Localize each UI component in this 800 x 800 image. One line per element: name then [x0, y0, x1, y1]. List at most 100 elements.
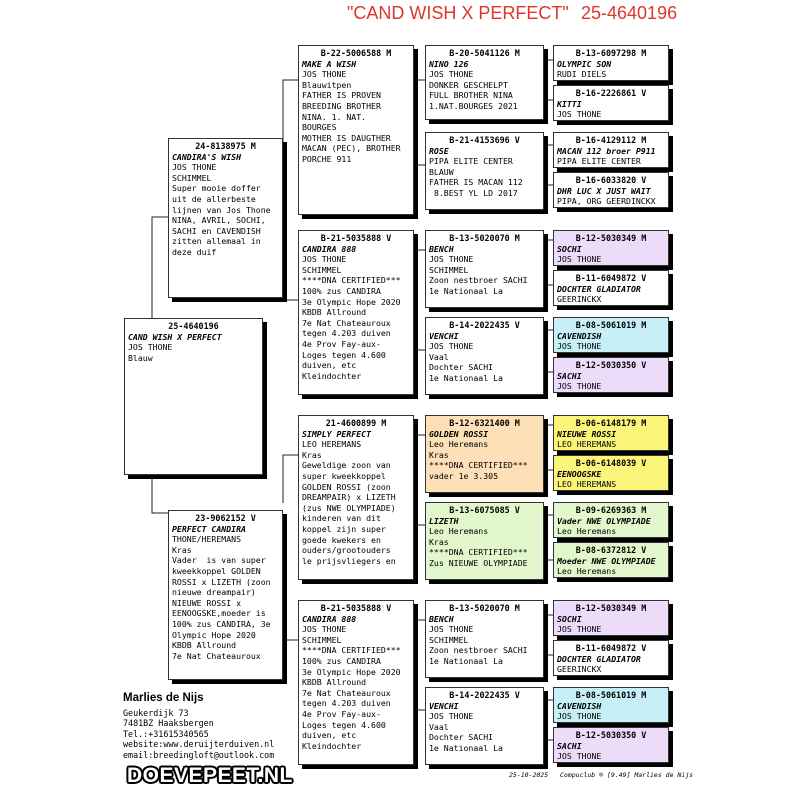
note-line: 1e Nationaal La — [429, 655, 503, 666]
note-line: super kweekkoppel — [302, 470, 386, 481]
color-text: Blauwitpen — [302, 79, 352, 90]
note-line: Super mooie doffer — [172, 183, 261, 194]
great-grandparent-card: B-21-4153696 V ROSE PIPA ELITE CENTER BL… — [425, 132, 544, 210]
breeder-name: JOS THONE — [429, 254, 474, 265]
breeder-name: Marlies de Nijs — [123, 692, 204, 704]
note-line: ****DNA CERTIFIED*** — [429, 547, 528, 558]
ring-number: B-14-2022435 V — [449, 690, 520, 700]
great-grandparent-card: B-14-2022435 V VENCHI JOS THONE Vaal Doc… — [425, 317, 544, 395]
note-line: BOURGES — [302, 122, 337, 133]
note-line: 7e Nat Chateauroux — [302, 317, 391, 328]
subject-card: 25-4640196 CAND WISH X PERFECT JOS THONE… — [124, 318, 263, 475]
note-line: ****DNA CERTIFIED*** — [429, 460, 528, 471]
color-text: DONKER GESCHELPT — [429, 79, 508, 90]
pigeon-name: MACAN 112 broer P911 — [557, 145, 656, 156]
great-grandparent-card: B-13-5020070 M BENCH JOS THONE SCHIMMEL … — [425, 230, 544, 308]
color-text: SCHIMMEL — [429, 634, 469, 645]
ring-number: B-12-5030350 V — [575, 730, 647, 740]
breeder-name: Leo Heremans — [557, 526, 617, 537]
breeder-name: GEERINCKX — [557, 294, 602, 305]
ring-number: B-16-4129112 M — [575, 135, 647, 145]
breeder-address-city: 7481BZ Haaksbergen — [123, 718, 214, 729]
g4-ancestor-card: B-08-5061019 M CAVENDISH JOS THONE — [553, 317, 669, 353]
note-line: 7e Nat Chateauroux — [172, 650, 261, 661]
ring-number: B-16-2226861 V — [575, 88, 647, 98]
site-logo: DOEVEPEET.NL — [127, 764, 293, 787]
color-text: Vaal — [429, 721, 449, 732]
note-line: Kleindochter — [302, 740, 362, 751]
note-line: NINA. 1. NAT. — [302, 111, 367, 122]
ring-number: B-12-6321400 M — [449, 418, 520, 428]
breeder-email[interactable]: email:breedingloft@outlook.com — [123, 749, 275, 760]
pigeon-name: SACHI — [557, 370, 582, 381]
breeder-name: JOS THONE — [557, 254, 602, 265]
pigeon-name: EENOOGSKE — [557, 468, 602, 479]
note-line: 100% zus CANDIRA — [302, 285, 381, 296]
note-line: Loges tegen 4.600 — [302, 719, 386, 730]
note-line: 1e Nationaal La — [429, 742, 503, 753]
note-line: ****DNA CERTIFIED*** — [302, 645, 401, 656]
breeder-name: JOS THONE — [557, 711, 602, 722]
note-line: PORCHE 911 — [302, 153, 352, 164]
note-line: tegen 4.203 duiven — [302, 328, 391, 339]
pigeon-name: ROSE — [429, 145, 449, 156]
g4-ancestor-card: B-12-5030350 V SACHI JOS THONE — [553, 357, 669, 393]
great-grandparent-card: B-12-6321400 M GOLDEN ROSSI Leo Heremans… — [425, 415, 544, 493]
note-line: 100% zus CANDIRA, 3e — [172, 618, 271, 629]
sire-card: 24-8138975 M CANDIRA'S WISH JOS THONE SC… — [168, 138, 283, 298]
dam-dam-card: B-21-5035888 V CANDIRA 888 JOS THONE SCH… — [298, 600, 414, 765]
note-line: DREAMPAIR) x LIZETH — [302, 492, 396, 503]
ring-number: B-13-5020070 M — [449, 603, 520, 613]
sire-dam-card: B-21-5035888 V CANDIRA 888 JOS THONE SCH… — [298, 230, 414, 395]
note-line: Olympic Hope 2020 — [172, 629, 256, 640]
pigeon-name: SIMPLY PERFECT — [302, 428, 372, 439]
note-line: BREEDING BROTHER — [302, 100, 381, 111]
breeder-website[interactable]: website:www.deruijterduiven.nl — [123, 739, 275, 750]
ring-number: B-06-6148179 M — [575, 418, 647, 428]
ring-number: B-14-2022435 V — [449, 320, 520, 330]
breeder-name: LEO HEREMANS — [557, 439, 617, 450]
color-text: Kras — [429, 449, 449, 460]
ring-number: 23-9062152 V — [195, 513, 256, 523]
g4-ancestor-card: B-09-6269363 M Vader NWE OLYMPIADE Leo H… — [553, 502, 669, 538]
note-line: le prijsvliegers en — [302, 555, 396, 566]
pigeon-name: SACHI — [557, 740, 582, 751]
note-line: MOTHER IS DAUGTHER — [302, 132, 391, 143]
note-line: nieuwe dreampair) — [172, 587, 256, 598]
ring-number: B-12-5030349 M — [575, 603, 647, 613]
note-line: zitten allemaal in — [172, 236, 261, 247]
breeder-name: JOS THONE — [557, 381, 602, 392]
note-line: 1e Nationaal La — [429, 285, 503, 296]
note-line: duiven, etc — [302, 730, 357, 741]
pigeon-name: CANDIRA 888 — [302, 613, 357, 624]
great-grandparent-card: B-14-2022435 V VENCHI JOS THONE Vaal Doc… — [425, 687, 544, 765]
g4-ancestor-card: B-12-5030349 M SOCHI JOS THONE — [553, 600, 669, 636]
pigeon-name: DOCHTER GLADIATOR — [557, 653, 641, 664]
pigeon-name: LIZETH — [429, 515, 459, 526]
note-line: SACHI en CAVENDISH — [172, 225, 261, 236]
note-line: (zus NWE OLYMPIADE) — [302, 502, 396, 513]
note-line: 3e Olympic Hope 2020 — [302, 296, 401, 307]
pigeon-name: CAND WISH X PERFECT — [128, 331, 222, 342]
note-line: lijnen van Jos Thone — [172, 204, 271, 215]
ring-number: B-11-6049872 V — [575, 273, 647, 283]
note-line: goede kwekers en — [302, 534, 381, 545]
breeder-name: JOS THONE — [429, 69, 474, 80]
note-line: FULL BROTHER NINA — [429, 90, 513, 101]
note-line: koppel zijn super — [302, 523, 386, 534]
g4-ancestor-card: B-13-6097298 M OLYMPIC SON RUDI DIELS — [553, 45, 669, 81]
breeder-phone: Tel.:+31615340565 — [123, 728, 209, 739]
note-line: KBDB Allround — [302, 677, 367, 688]
pigeon-name: BENCH — [429, 613, 454, 624]
breeder-name: PIPA ELITE CENTER — [429, 156, 513, 167]
ring-number: B-08-6372812 V — [575, 545, 647, 555]
color-text: SCHIMMEL — [302, 264, 342, 275]
note-line: uit de allerbeste — [172, 193, 256, 204]
pigeon-name: GOLDEN ROSSI — [429, 428, 489, 439]
color-text: Kras — [429, 536, 449, 547]
sire-sire-card: B-22-5006588 M MAKE A WISH JOS THONE Bla… — [298, 45, 414, 215]
breeder-name: Leo Heremans — [429, 439, 489, 450]
note-line: ouders/grootouders — [302, 545, 391, 556]
g4-ancestor-card: B-11-6049872 V DOCHTER GLADIATOR GEERINC… — [553, 640, 669, 676]
note-line: Zoon nestbroer SACHI — [429, 645, 528, 656]
